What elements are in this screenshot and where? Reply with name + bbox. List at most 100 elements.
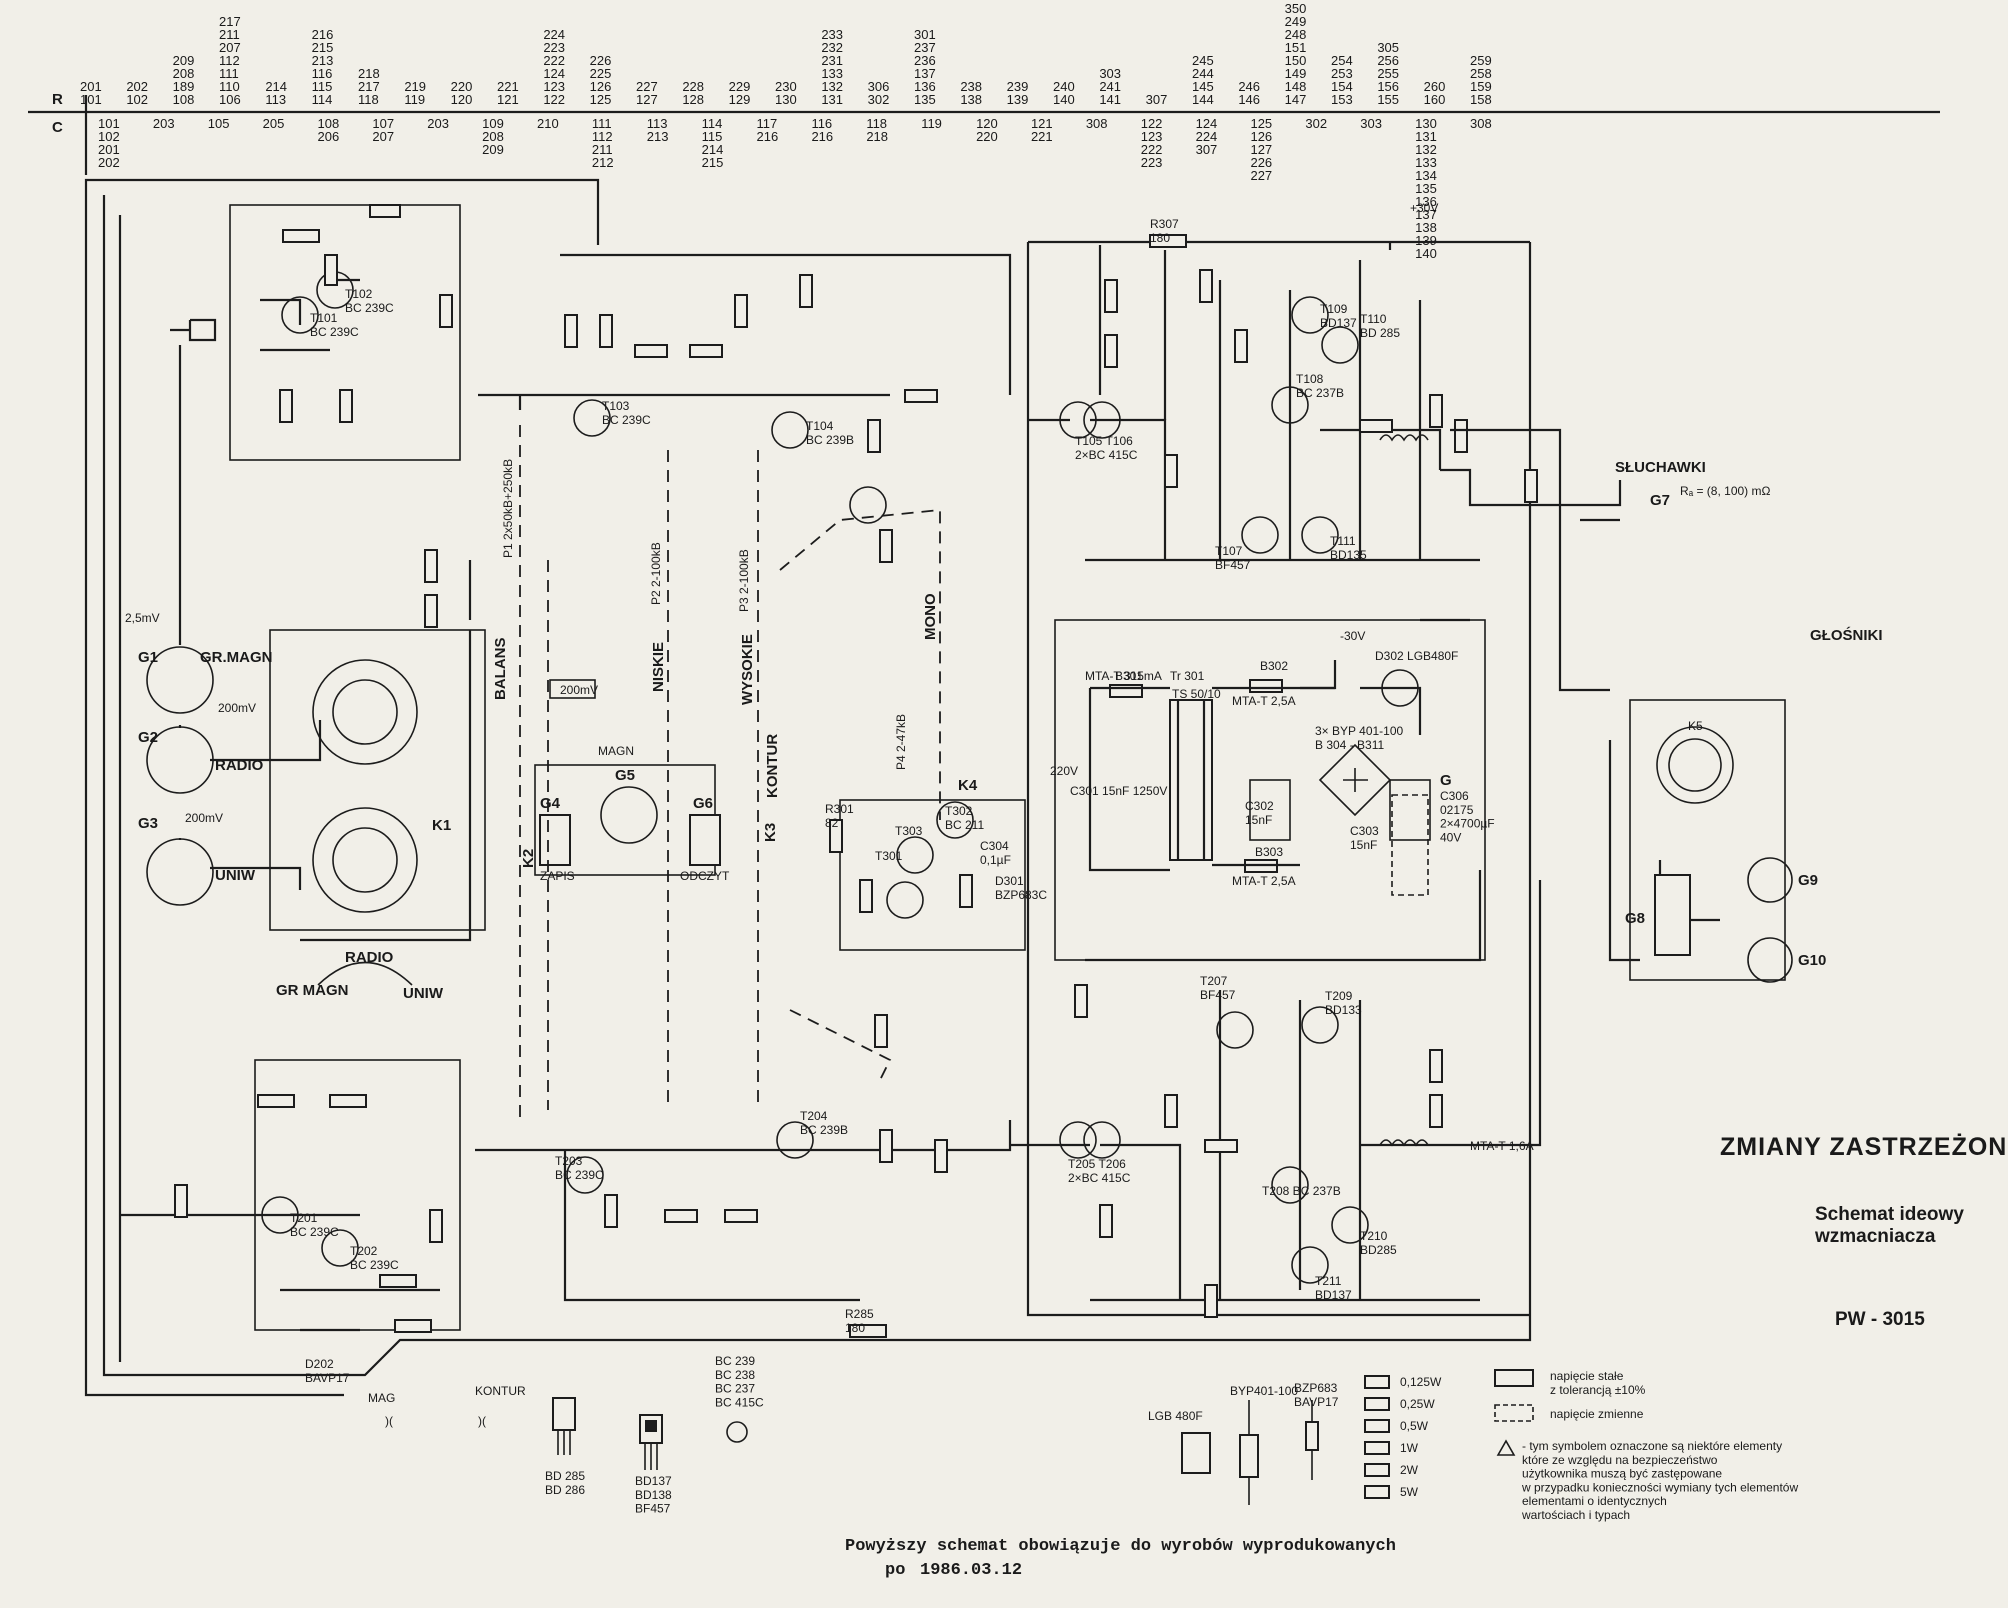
selector-uniw-label: UNIW <box>403 985 444 1002</box>
r-column-23: 307 <box>1146 92 1168 107</box>
r285-resistor <box>849 1324 887 1338</box>
footer-date: 1986.03.12 <box>920 1561 1022 1580</box>
g6-odczyt-label: ODCZYT <box>680 869 730 883</box>
tr301-label: Tr 301 <box>1170 669 1205 683</box>
power-rating-label-2: 0,5W <box>1400 1419 1429 1433</box>
power-rating-symbol-4 <box>1364 1463 1390 1477</box>
p2-label: P2 2-100kB <box>649 542 663 605</box>
c-column-8: 210 <box>537 116 559 131</box>
p1-label: P1 2x50kB+250kB <box>501 459 515 558</box>
power-rating-label-5: 5W <box>1400 1485 1419 1499</box>
row-r-label: R <box>52 91 63 108</box>
b302-label: B302 <box>1260 659 1288 673</box>
g5-label: G5 <box>615 767 635 784</box>
k4-label: K4 <box>958 777 978 794</box>
c-column-22: 302 <box>1305 116 1327 131</box>
warning-triangle <box>1496 1439 1516 1456</box>
b303-label: B303 <box>1255 845 1283 859</box>
balans-label: BALANS <box>492 638 509 701</box>
mta1-label: MTA-T 315mA <box>1085 669 1162 683</box>
c-column-3: 205 <box>263 116 285 131</box>
footer-note: Powyższy schemat obowiązuje do wyrobów w… <box>845 1537 1396 1580</box>
g3-level: 200mV <box>185 811 223 825</box>
g3-name: UNIW <box>215 867 256 884</box>
c-column-23: 303 <box>1360 116 1382 131</box>
mains-transformer <box>1169 699 1213 861</box>
c-column-6: 203 <box>427 116 449 131</box>
control-linkages: BALANS NISKIE WYSOKIE KONTUR P1 2x50kB+2… <box>492 425 978 1120</box>
g7-label: G7 <box>1650 492 1670 509</box>
power-rating-label-1: 0,25W <box>1400 1397 1435 1411</box>
selector-radio-label: RADIO <box>345 949 394 966</box>
g6-socket <box>689 814 721 866</box>
lgb480f-label: LGB 480F <box>1148 1409 1203 1423</box>
lgb480f-package <box>1181 1432 1211 1474</box>
c-column-18: 308 <box>1086 116 1108 131</box>
g10-label: G10 <box>1798 952 1826 969</box>
d302-label: D302 LGB480F <box>1375 649 1458 663</box>
mta2-label: MTA-T 2,5A <box>1232 694 1296 708</box>
g9-label: G9 <box>1798 872 1818 889</box>
g4-socket <box>539 814 571 866</box>
power-rating-symbol-5 <box>1364 1485 1390 1499</box>
g2-label: G2 <box>138 729 158 746</box>
g2-level: 200mV <box>218 701 256 715</box>
g1-din-socket <box>146 646 214 714</box>
g8-label: G8 <box>1625 910 1645 927</box>
byp401-label: BYP401-100 <box>1230 1384 1298 1398</box>
g9-speaker-socket <box>1747 857 1793 903</box>
t301-label: T301 <box>875 849 903 863</box>
row-c-label: C <box>52 119 63 136</box>
p3-label: P3 2-100kB <box>737 549 751 612</box>
cap-g-label: G <box>1440 772 1452 789</box>
g4-label: G4 <box>540 795 561 812</box>
supply-plus-label: +30V <box>1410 201 1438 215</box>
power-supply: Tr 301 TS 50/10 MTA-T 315mA MTA-T 2,5A M… <box>1050 201 1495 961</box>
kontur-symbol: )( <box>478 1414 486 1428</box>
